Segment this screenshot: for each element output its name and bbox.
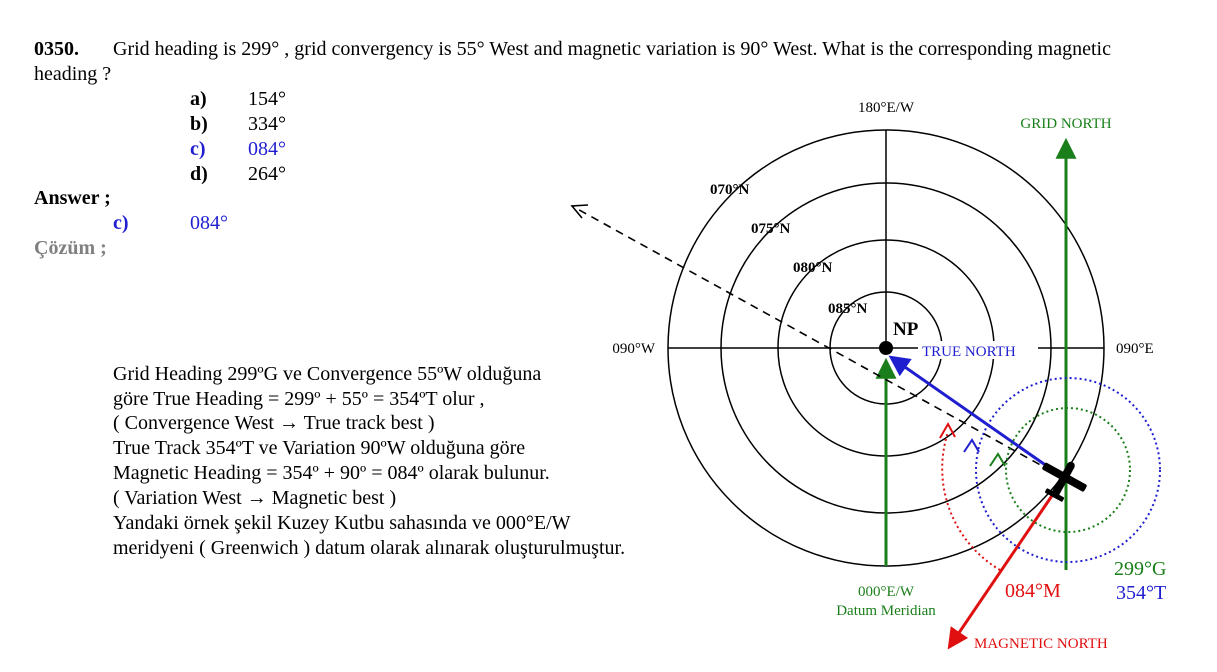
heading-dashed-line xyxy=(571,205,1065,479)
label-090w: 090°W xyxy=(612,341,655,357)
label-magnetic-heading: 084°M xyxy=(1005,580,1061,602)
label-grid-north: GRID NORTH xyxy=(1020,116,1111,132)
north-pole-dot xyxy=(879,341,893,355)
option-c-value: 084° xyxy=(248,138,286,160)
true-heading-circle xyxy=(975,377,1161,563)
question-text-continued: heading ? xyxy=(34,63,112,85)
label-090e: 090°E xyxy=(1116,341,1154,357)
explanation-line: Grid Heading 299ºG ve Convergence 55ºW o… xyxy=(113,363,542,385)
explanation-line: Magnetic Heading = 354º + 90º = 084º ola… xyxy=(113,462,550,484)
explanation-line: göre True Heading = 299º + 55º = 354ºT o… xyxy=(113,388,485,410)
grid-heading-circle xyxy=(1005,407,1131,533)
true-north-arrow xyxy=(888,355,1065,480)
magnetic-north-arrow xyxy=(947,477,1066,650)
explanation-line: Yandaki örnek şekil Kuzey Kutbu sahasınd… xyxy=(113,512,571,534)
label-grid-heading: 299°G xyxy=(1114,558,1166,580)
label-magnetic-north: MAGNETIC NORTH xyxy=(974,636,1108,652)
answer-letter: c) xyxy=(113,212,129,234)
option-a-value: 154° xyxy=(248,88,286,110)
option-b-value: 334° xyxy=(248,113,286,135)
explanation-line: ( Convergence West → True track best ) xyxy=(113,412,435,434)
label-000: 000°E/W xyxy=(858,584,915,600)
label-lat-080: 080°N xyxy=(793,260,832,276)
aircraft-icon xyxy=(1042,461,1087,502)
answer-label: Answer ; xyxy=(34,187,111,209)
label-lat-075: 075°N xyxy=(751,221,790,237)
question-text: Grid heading is 299° , grid convergency … xyxy=(113,38,1111,60)
label-lat-085: 085°N xyxy=(828,301,867,317)
label-true-heading: 354°T xyxy=(1116,582,1166,604)
label-true-north: TRUE NORTH xyxy=(922,344,1016,360)
label-north-pole: NP xyxy=(893,319,919,340)
label-180: 180°E/W xyxy=(858,100,915,116)
explanation-line: ( Variation West → Magnetic best ) xyxy=(113,487,397,509)
option-d-value: 264° xyxy=(248,163,286,185)
label-datum-meridian: Datum Meridian xyxy=(836,603,936,619)
answer-value: 084° xyxy=(190,212,228,234)
label-lat-070: 070°N xyxy=(710,182,749,198)
option-a-letter: a) xyxy=(190,88,207,110)
option-d-letter: d) xyxy=(190,163,208,185)
true-arc-arrowhead xyxy=(963,438,980,453)
magnetic-arc-arrowhead xyxy=(939,421,956,439)
explanation-line: True Track 354ºT ve Variation 90ºW olduğ… xyxy=(113,437,526,459)
option-b-letter: b) xyxy=(190,113,208,135)
grid-arc-arrowhead xyxy=(989,452,1006,467)
option-c-letter: c) xyxy=(190,138,206,160)
heading-dashed-arrowhead xyxy=(570,204,589,219)
magnetic-heading-arc xyxy=(941,431,1001,571)
explanation-line: meridyeni ( Greenwich ) datum olarak alı… xyxy=(113,537,626,559)
question-number: 0350. xyxy=(34,38,79,60)
solution-label: Çözüm ; xyxy=(34,237,107,259)
